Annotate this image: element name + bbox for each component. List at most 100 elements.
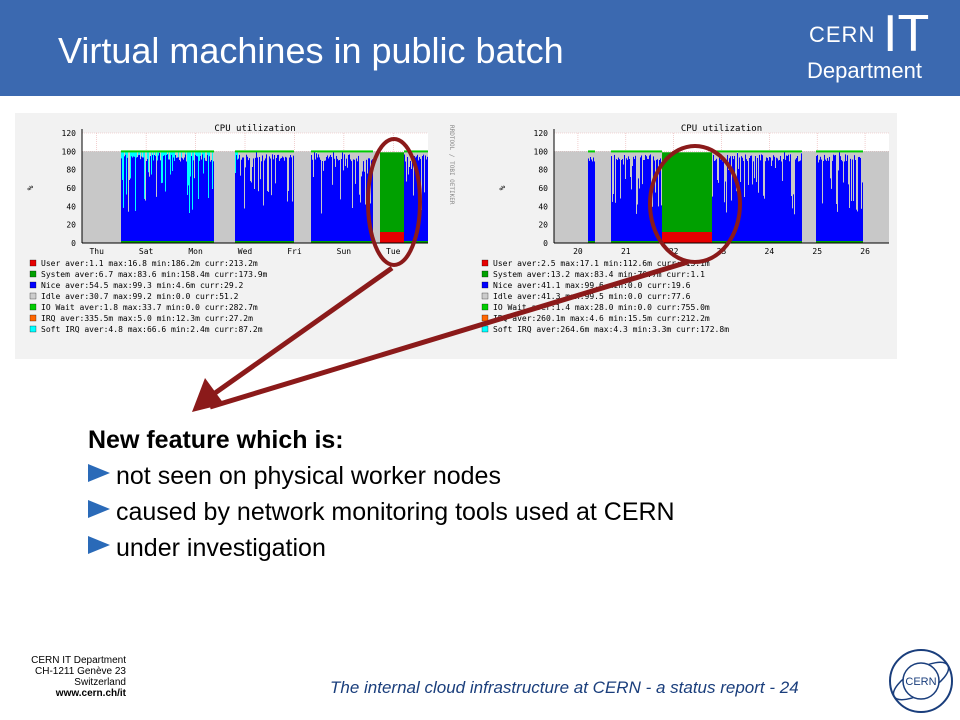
idle-area — [802, 151, 803, 243]
system-area — [694, 152, 695, 232]
idle-area — [223, 151, 224, 243]
idle-area — [318, 151, 319, 155]
io-wait-area — [182, 150, 183, 153]
idle-area — [190, 151, 191, 177]
idle-area — [263, 151, 264, 206]
idle-area — [306, 151, 307, 243]
system-area — [239, 241, 240, 243]
idle-area — [329, 151, 330, 157]
system-area — [159, 241, 160, 243]
system-area — [170, 241, 171, 243]
logo-cern-text: CERN — [809, 22, 876, 47]
nice-area — [791, 196, 792, 243]
nice-area — [823, 160, 824, 243]
system-area — [127, 241, 128, 243]
nice-area — [251, 182, 252, 243]
idle-area — [854, 151, 855, 156]
io-wait-area — [154, 150, 155, 153]
nice-area — [343, 170, 344, 243]
io-wait-area — [614, 150, 615, 153]
system-area — [124, 241, 125, 243]
nice-area — [318, 154, 319, 243]
idle-area — [174, 151, 175, 161]
system-area — [335, 241, 336, 243]
nice-area — [132, 157, 133, 243]
system-area — [840, 241, 841, 243]
idle-area — [320, 151, 321, 160]
io-wait-area — [656, 150, 657, 153]
idle-area — [853, 151, 854, 201]
x-tick-label: 24 — [765, 247, 775, 256]
nice-area — [274, 154, 275, 243]
system-area — [759, 241, 760, 243]
idle-area — [597, 151, 598, 243]
nice-area — [173, 157, 174, 243]
nice-area — [780, 155, 781, 243]
idle-area — [405, 151, 406, 162]
system-area — [679, 152, 680, 232]
nice-area — [751, 155, 752, 243]
system-area — [862, 241, 863, 243]
idle-area — [92, 151, 93, 243]
idle-area — [871, 151, 872, 243]
idle-area — [612, 151, 613, 202]
system-area — [618, 241, 619, 243]
idle-area — [227, 151, 228, 243]
system-area — [682, 152, 683, 232]
io-wait-area — [646, 150, 647, 153]
io-wait-area — [735, 150, 736, 153]
idle-area — [655, 151, 656, 193]
io-wait-area — [406, 150, 407, 153]
io-wait-area — [629, 150, 630, 153]
system-area — [199, 241, 200, 243]
io-wait-area — [659, 150, 660, 153]
io-wait-area — [202, 150, 203, 153]
idle-area — [615, 151, 616, 203]
idle-area — [304, 151, 305, 243]
nice-area — [262, 155, 263, 243]
y-tick-label: 120 — [62, 129, 77, 138]
nice-area — [238, 158, 239, 243]
idle-area — [280, 151, 281, 159]
system-area — [388, 152, 389, 232]
nice-area — [188, 185, 189, 243]
system-area — [703, 152, 704, 232]
nice-area — [761, 154, 762, 243]
user-area — [394, 232, 395, 243]
io-wait-area — [193, 150, 194, 153]
io-wait-area — [714, 150, 715, 153]
nice-area — [185, 154, 186, 243]
nice-area — [766, 157, 767, 243]
legend-entry: IO Wait aver:1.4 max:28.0 min:0.0 curr:7… — [493, 303, 710, 312]
io-wait-area — [139, 150, 140, 153]
system-area — [192, 241, 193, 243]
system-area — [241, 241, 242, 243]
system-area — [762, 241, 763, 243]
idle-area — [661, 151, 662, 206]
system-area — [782, 241, 783, 243]
io-wait-area — [312, 150, 313, 153]
io-wait-area — [622, 150, 623, 153]
idle-area — [358, 151, 359, 156]
nice-area — [314, 151, 315, 243]
nice-area — [760, 160, 761, 243]
nice-area — [623, 164, 624, 243]
io-wait-area — [362, 150, 363, 153]
system-area — [270, 241, 271, 243]
idle-area — [712, 151, 713, 197]
nice-area — [594, 161, 595, 243]
legend-swatch — [29, 303, 37, 311]
nice-area — [776, 157, 777, 243]
idle-area — [250, 151, 251, 182]
io-wait-area — [279, 150, 280, 153]
x-tick-label: 21 — [621, 247, 631, 256]
idle-area — [264, 151, 265, 161]
io-wait-area — [778, 150, 779, 153]
system-area — [817, 241, 818, 243]
io-wait-area — [155, 150, 156, 153]
nice-area — [331, 156, 332, 243]
nice-area — [248, 160, 249, 243]
footer-url-link[interactable]: www.cern.ch/it — [55, 688, 126, 699]
idle-area — [780, 151, 781, 156]
idle-area — [312, 151, 313, 160]
